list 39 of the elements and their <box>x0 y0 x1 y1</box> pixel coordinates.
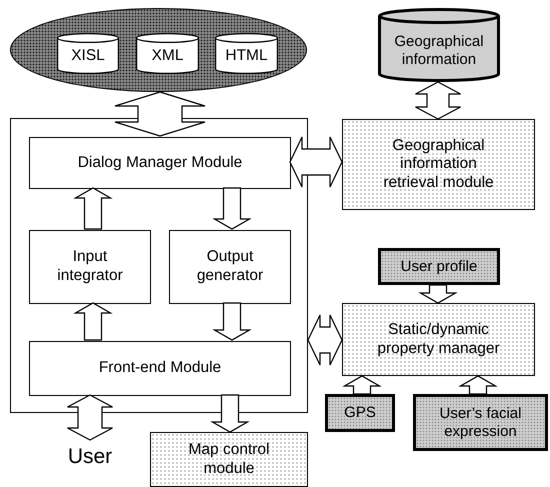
node-label: Map control module <box>188 440 270 478</box>
data-box <box>413 394 548 451</box>
node-label: User’s facial expression <box>438 404 522 440</box>
actor-label: User <box>68 444 112 470</box>
node-label: HTML <box>225 47 268 66</box>
block-arrow <box>307 314 343 366</box>
block-arrow <box>210 394 250 433</box>
block-arrow <box>212 187 252 230</box>
node-label: XISL <box>71 47 105 66</box>
node-label: Front-end Module <box>98 359 222 378</box>
module-frame <box>10 118 308 413</box>
data-box <box>325 394 395 432</box>
block-arrow <box>114 91 206 137</box>
node-label: Input integrator <box>56 248 124 286</box>
block-arrow <box>289 136 343 188</box>
node-label: XML <box>152 47 184 66</box>
node-label: Static/dynamic property manager <box>376 320 501 358</box>
block-arrow <box>66 394 114 441</box>
node-label: Dialog Manager Module <box>78 154 242 172</box>
process-box <box>29 137 291 189</box>
block-arrow <box>73 187 113 230</box>
block-arrow <box>418 284 458 304</box>
process-box <box>169 230 291 304</box>
module-box <box>150 432 308 487</box>
node-label: Geographical information retrieval module <box>382 136 495 192</box>
node-label: Output generator <box>196 248 264 286</box>
block-arrow <box>342 375 382 395</box>
process-box <box>29 230 151 304</box>
data-box <box>378 248 500 285</box>
module-box <box>342 303 535 376</box>
block-arrow <box>212 302 252 341</box>
node-label: User profile <box>400 258 478 276</box>
block-arrow <box>73 302 113 341</box>
module-box <box>342 119 535 210</box>
node-label: Geographical information <box>393 33 485 69</box>
node-label: GPS <box>344 404 376 422</box>
block-arrow <box>458 375 498 395</box>
process-box <box>29 341 291 396</box>
block-arrow <box>414 81 462 120</box>
